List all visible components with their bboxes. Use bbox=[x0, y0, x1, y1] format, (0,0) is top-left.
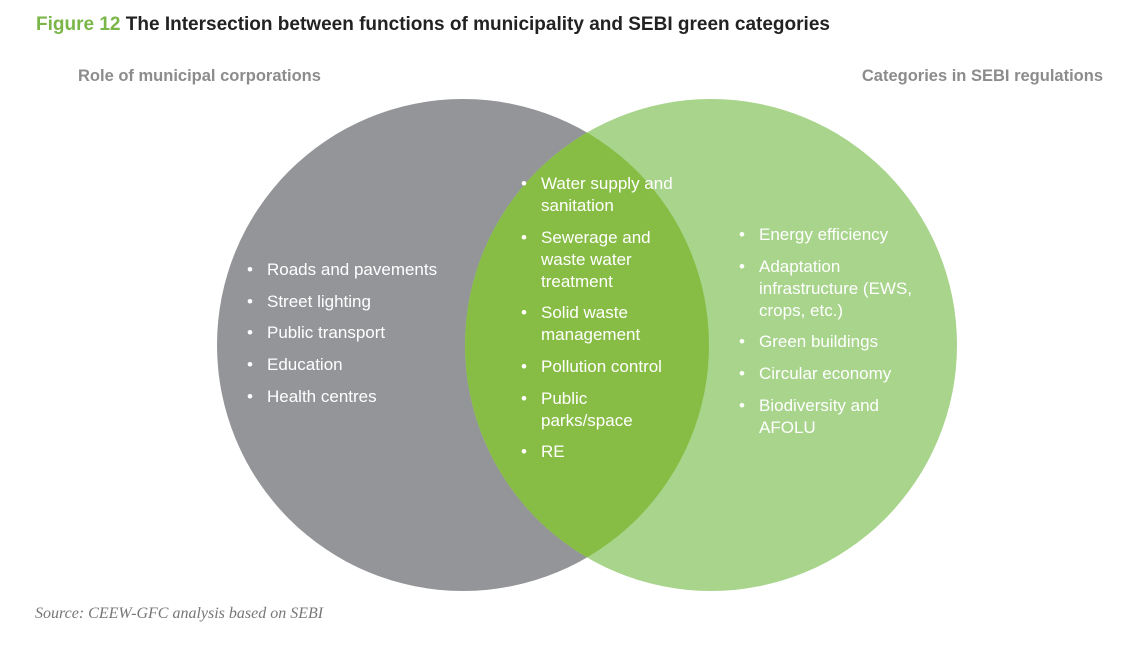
figure-title-text: The Intersection between functions of mu… bbox=[125, 14, 830, 35]
list-item: Sewerage and waste water treatment bbox=[519, 227, 679, 293]
list-item: Biodiversity and AFOLU bbox=[737, 395, 937, 439]
list-item: Street lighting bbox=[245, 291, 465, 313]
list-item: Energy efficiency bbox=[737, 224, 937, 246]
intersection-list: Water supply and sanitationSewerage and … bbox=[519, 173, 679, 473]
list-item: Circular economy bbox=[737, 363, 937, 385]
list-item: Green buildings bbox=[737, 331, 937, 353]
list-item: Roads and pavements bbox=[245, 259, 465, 281]
left-set-heading: Role of municipal corporations bbox=[78, 67, 321, 85]
figure-label: Figure 12 bbox=[36, 14, 121, 35]
list-item: Pollution control bbox=[519, 356, 679, 378]
figure-title: Figure 12 The Intersection between funct… bbox=[36, 14, 830, 36]
list-item: Water supply and sanitation bbox=[519, 173, 679, 217]
list-item: Public transport bbox=[245, 322, 465, 344]
source-note: Source: CEEW-GFC analysis based on SEBI bbox=[35, 605, 324, 622]
right-set-list: Energy efficiencyAdaptation infrastructu… bbox=[737, 224, 937, 448]
list-item: RE bbox=[519, 441, 679, 463]
list-item: Public parks/space bbox=[519, 388, 679, 432]
list-item: Health centres bbox=[245, 386, 465, 408]
right-set-heading: Categories in SEBI regulations bbox=[861, 67, 1103, 85]
list-item: Adaptation infrastructure (EWS, crops, e… bbox=[737, 256, 937, 322]
list-item: Solid waste management bbox=[519, 302, 679, 346]
list-item: Education bbox=[245, 354, 465, 376]
left-set-list: Roads and pavementsStreet lightingPublic… bbox=[245, 259, 465, 417]
intersection-region bbox=[465, 99, 709, 591]
